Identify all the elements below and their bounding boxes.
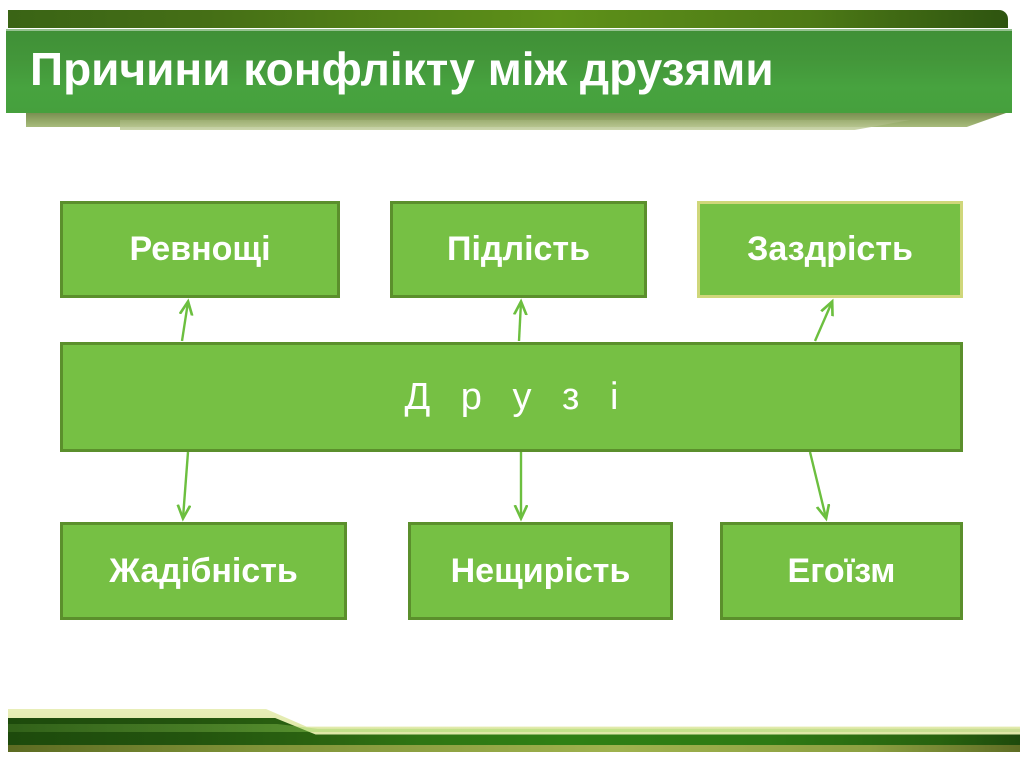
page-title: Причини конфлікту між друзями <box>30 43 774 95</box>
arrow-center-to-zhadibnist <box>183 451 188 518</box>
node-zazdrist-label: Заздрість <box>747 230 913 268</box>
node-egoizm[interactable]: Егоїзм <box>720 522 963 620</box>
header-banner: Причини конфлікту між друзями <box>0 0 1024 142</box>
node-revnoshchi-label: Ревнощі <box>129 230 271 268</box>
node-neshchyrist[interactable]: Нещирість <box>408 522 673 620</box>
header-plate <box>6 29 1012 142</box>
node-druzi-label: Д р у з і <box>404 375 629 418</box>
arrow-center-to-zazdrist <box>813 302 832 342</box>
footer-decoration <box>0 687 1024 767</box>
footer-base-line <box>8 745 1020 752</box>
node-zazdrist[interactable]: Заздрість <box>697 201 963 298</box>
node-pidlist[interactable]: Підлість <box>390 201 647 298</box>
node-zhadibnist[interactable]: Жадібність <box>60 522 347 620</box>
node-neshchyrist-label: Нещирість <box>450 551 631 590</box>
node-egoizm-label: Егоїзм <box>787 551 896 590</box>
header-highlight <box>146 129 786 142</box>
header-top-strip <box>8 10 1008 28</box>
node-druzi-center[interactable]: Д р у з і <box>60 342 963 452</box>
arrow-center-to-revnoshchi <box>182 302 188 342</box>
header-shadow-band-secondary <box>120 120 910 130</box>
node-revnoshchi[interactable]: Ревнощі <box>60 201 340 298</box>
arrow-center-to-pidlist <box>519 302 521 342</box>
node-pidlist-label: Підлість <box>447 230 590 268</box>
node-zhadibnist-label: Жадібність <box>109 551 298 590</box>
arrow-center-to-egoizm <box>808 451 826 518</box>
